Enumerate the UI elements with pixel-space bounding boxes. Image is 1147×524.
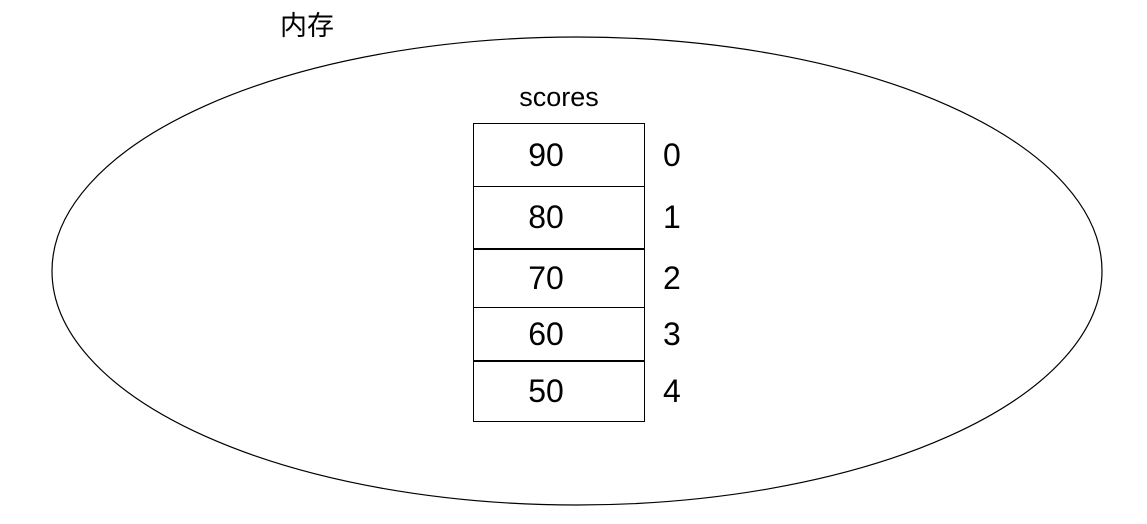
array-index: 0 (663, 136, 681, 173)
cell-value: 80 (528, 199, 564, 235)
array-cell: 60 (473, 306, 645, 362)
index-column: 0 1 2 3 4 (663, 123, 703, 422)
array-cell: 80 (473, 185, 645, 250)
array-index: 4 (663, 372, 681, 409)
cell-value: 90 (528, 136, 564, 173)
array-table: 90 80 70 60 50 (473, 123, 645, 422)
array-index: 1 (663, 199, 681, 235)
memory-label: 内存 (280, 11, 334, 41)
array-index: 3 (663, 315, 681, 352)
array-name-label: scores (519, 82, 599, 112)
array-cell: 70 (473, 248, 645, 308)
cell-value: 50 (528, 372, 564, 409)
cell-value: 60 (528, 315, 564, 352)
array-cell: 90 (473, 123, 645, 187)
array-index: 2 (663, 259, 681, 296)
cell-value: 70 (528, 259, 564, 296)
array-cell: 50 (473, 360, 645, 422)
